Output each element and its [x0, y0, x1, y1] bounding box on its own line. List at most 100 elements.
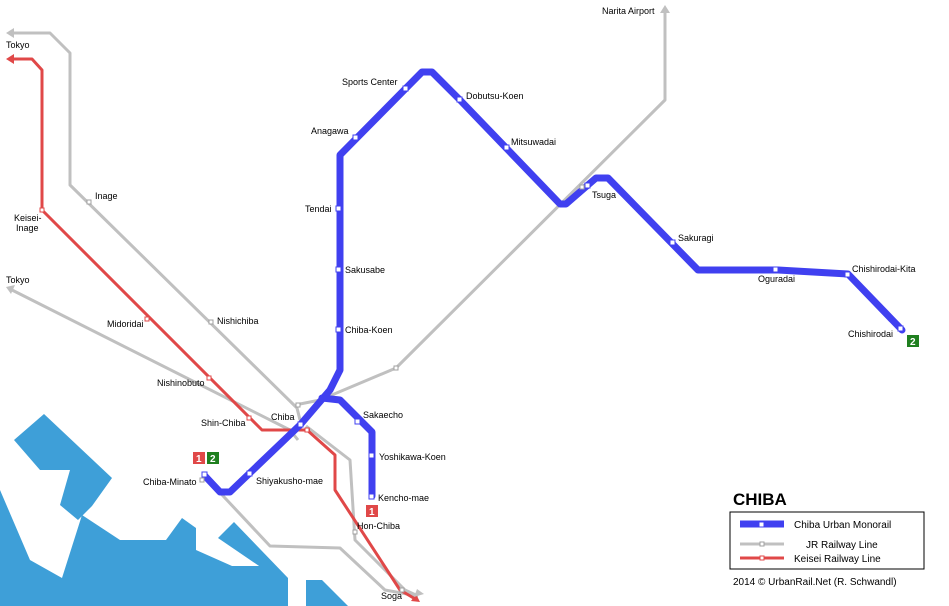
legend-keisei: Keisei Railway Line [740, 554, 881, 565]
label-midoridai: Midoridai [107, 319, 144, 329]
stop-oguradai [772, 266, 779, 273]
legend-jr: JR Railway Line [740, 540, 878, 551]
arrow-soga-jr [414, 589, 424, 597]
stop-narita-junction [393, 365, 399, 371]
water-areas [0, 414, 348, 606]
legend-keisei-label: Keisei Railway Line [794, 554, 881, 565]
jr-keiyo-line [208, 480, 419, 598]
stop-chishirodai [897, 325, 904, 332]
stop-shiyakusho-mae [246, 470, 253, 477]
stop-inage [86, 199, 92, 205]
stop-sakaecho [354, 418, 361, 425]
label-chishirodai: Chishirodai [848, 329, 893, 339]
label-tokyo-top: Tokyo [6, 40, 30, 50]
svg-text:2: 2 [910, 337, 916, 348]
label-dobutsu-koen: Dobutsu-Koen [466, 91, 524, 101]
destination-labels: Tokyo Tokyo Narita Airport [6, 6, 655, 285]
svg-text:1: 1 [369, 507, 375, 518]
stop-dobutsu-koen [456, 96, 463, 103]
stop-chiba-koen [335, 326, 342, 333]
stop-midoridai [144, 316, 150, 322]
label-oguradai: Oguradai [758, 274, 795, 284]
badge-chiba-minato-1: 1 [193, 452, 205, 465]
monorail-line-1 [318, 394, 376, 500]
water-peninsula [14, 414, 112, 520]
stop-kencho-mae [368, 493, 375, 500]
arrow-soga-keisei [411, 594, 420, 602]
stop-shin-chiba [246, 415, 252, 421]
label-sakuragi: Sakuragi [678, 233, 714, 243]
water-harbor [306, 580, 348, 606]
legend-monorail: Chiba Urban Monorail [740, 520, 891, 531]
keisei-chihara-line [306, 428, 418, 602]
stop-soga [399, 587, 405, 593]
label-kencho-mae: Kencho-mae [378, 493, 429, 503]
label-narita-airport: Narita Airport [602, 6, 655, 16]
label-chiba-koen: Chiba-Koen [345, 325, 393, 335]
arrow-tokyo-keisei [6, 54, 14, 64]
stop-tendai [335, 205, 342, 212]
label-chiba-minato: Chiba-Minato [143, 477, 197, 487]
monorail-lines [201, 68, 906, 500]
jr-narita-line [299, 12, 667, 406]
label-keisei-inage-line2: Inage [16, 223, 39, 233]
keisei-station-labels: Keisei- Inage Midoridai Nishinobuto Shin… [14, 213, 400, 531]
stop-nishichiba [208, 319, 214, 325]
stop-keisei-inage [39, 207, 45, 213]
label-tendai: Tendai [305, 204, 332, 214]
label-soga: Soga [381, 591, 402, 601]
label-mitsuwadai: Mitsuwadai [511, 137, 556, 147]
stop-keisei-chiba [304, 427, 310, 433]
stop-sports-center [402, 85, 409, 92]
label-sports-center: Sports Center [342, 77, 398, 87]
arrow-tokyo-jr-mid [6, 285, 15, 294]
stop-yoshikawa-koen [368, 452, 375, 459]
stop-sakuragi [669, 239, 676, 246]
arrow-narita [660, 5, 670, 13]
badge-kencho-mae-1: 1 [366, 505, 378, 518]
stop-chiba-minato [201, 471, 208, 478]
line-badges: 1 2 1 2 [193, 335, 919, 518]
label-shiyakusho-mae: Shiyakusho-mae [256, 476, 323, 486]
stop-sakusabe [335, 266, 342, 273]
label-inage: Inage [95, 191, 118, 201]
stop-chiba [297, 421, 304, 428]
monorail-line-2 [201, 68, 906, 496]
stop-nishinobuto [206, 375, 212, 381]
label-tsuga: Tsuga [592, 190, 616, 200]
jr-station-labels: Inage Nishichiba Soga [95, 191, 402, 601]
stop-tsuga-jr [579, 184, 585, 190]
stop-hon-chiba-jr [352, 529, 358, 535]
keisei-lines [12, 57, 418, 602]
label-sakusabe: Sakusabe [345, 265, 385, 275]
line-arrows [6, 5, 670, 602]
badge-chiba-minato-2: 2 [207, 452, 219, 465]
arrow-tokyo-jr-top [6, 28, 14, 38]
label-anagawa: Anagawa [311, 126, 349, 136]
label-keisei-inage-line1: Keisei- [14, 213, 42, 223]
station-markers [39, 85, 904, 593]
label-shin-chiba: Shin-Chiba [201, 418, 246, 428]
stop-tsuga [584, 182, 591, 189]
legend: Chiba Urban Monorail JR Railway Line Kei… [729, 511, 925, 570]
label-nishichiba: Nishichiba [217, 316, 259, 326]
label-chishirodai-kita: Chishirodai-Kita [852, 264, 916, 274]
stop-chiba-minato-jr [199, 477, 205, 483]
stop-chishirodai-kita [844, 271, 851, 278]
legend-monorail-label: Chiba Urban Monorail [794, 520, 891, 531]
stop-chiba-jr [295, 402, 301, 408]
label-nishinobuto: Nishinobuto [157, 378, 205, 388]
badge-chishirodai-2: 2 [907, 335, 919, 348]
label-yoshikawa-koen: Yoshikawa-Koen [379, 452, 446, 462]
jr-sobu-line [12, 31, 302, 421]
monorail-station-labels: Sports Center Dobutsu-Koen Anagawa Mitsu… [143, 77, 916, 503]
water-inlet [218, 522, 288, 606]
jr-sotobo-line [305, 424, 419, 598]
stop-mitsuwadai [503, 144, 510, 151]
label-chiba: Chiba [271, 412, 295, 422]
svg-text:2: 2 [210, 454, 216, 465]
stop-anagawa [352, 134, 359, 141]
credit-line: 2014 © UrbanRail.Net (R. Schwandl) [733, 577, 897, 588]
legend-jr-label: JR Railway Line [806, 540, 878, 551]
